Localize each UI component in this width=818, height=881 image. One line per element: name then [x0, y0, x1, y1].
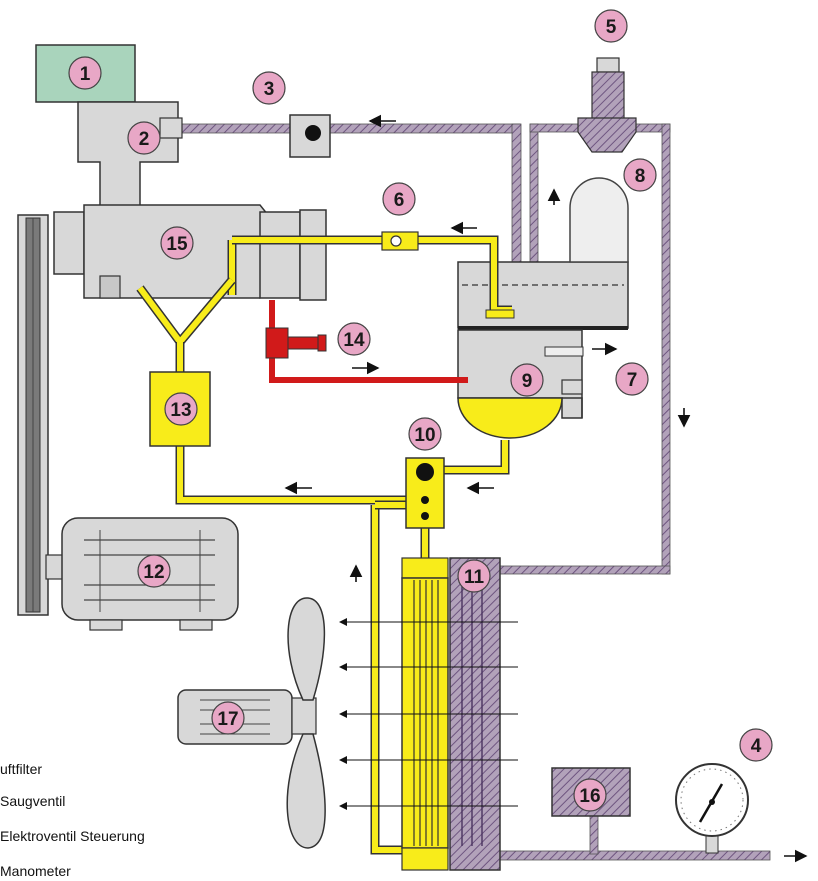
svg-text:3: 3 [264, 79, 275, 100]
drive-belt [17, 214, 49, 616]
svg-text:1: 1 [80, 64, 91, 85]
discharge-line [265, 300, 468, 383]
svg-text:2: 2 [139, 129, 150, 150]
marker-15: 15 [160, 226, 194, 260]
svg-text:15: 15 [166, 234, 188, 255]
marker-3: 3 [252, 71, 286, 105]
oil-stop-valve [381, 231, 419, 251]
marker-10: 10 [408, 417, 442, 451]
marker-2: 2 [127, 121, 161, 155]
legend: uftfilter Saugventil Elektroventil Steue… [0, 761, 145, 879]
marker-6: 6 [382, 182, 416, 216]
svg-text:6: 6 [394, 190, 405, 211]
solenoid-valve [577, 57, 637, 153]
legend-item: Manometer [0, 863, 71, 879]
airflow-arrows [339, 618, 518, 810]
marker-7: 7 [615, 362, 649, 396]
oil-pipes [136, 235, 515, 855]
marker-13: 13 [164, 392, 198, 426]
svg-text:16: 16 [579, 786, 600, 807]
svg-text:14: 14 [343, 330, 365, 351]
separator-cartridge [569, 177, 629, 263]
flow-arrows [284, 114, 808, 863]
marker-9: 9 [510, 363, 544, 397]
marker-4: 4 [739, 728, 773, 762]
marker-1: 1 [68, 56, 102, 90]
thermostatic-valve [405, 457, 445, 529]
legend-item: Saugventil [0, 793, 65, 809]
marker-14: 14 [337, 322, 371, 356]
marker-11: 11 [457, 559, 491, 593]
svg-text:5: 5 [606, 17, 617, 38]
legend-item: uftfilter [0, 761, 42, 777]
svg-text:12: 12 [143, 562, 164, 583]
pressure-gauge [675, 763, 749, 837]
svg-text:11: 11 [464, 567, 485, 588]
oil-separator [457, 261, 629, 439]
svg-text:4: 4 [751, 736, 762, 757]
svg-text:8: 8 [635, 166, 646, 187]
cooling-fan [177, 597, 326, 849]
marker-5: 5 [594, 9, 628, 43]
marker-16: 16 [573, 778, 607, 812]
intake-valve [77, 101, 183, 209]
svg-text:17: 17 [217, 709, 238, 730]
svg-text:7: 7 [627, 370, 638, 391]
svg-text:13: 13 [170, 400, 191, 421]
marker-12: 12 [137, 554, 171, 588]
svg-text:10: 10 [414, 425, 435, 446]
marker-17: 17 [211, 701, 245, 735]
legend-item: Elektroventil Steuerung [0, 828, 145, 844]
marker-8: 8 [623, 158, 657, 192]
svg-text:9: 9 [522, 371, 533, 392]
check-valve [289, 114, 331, 158]
